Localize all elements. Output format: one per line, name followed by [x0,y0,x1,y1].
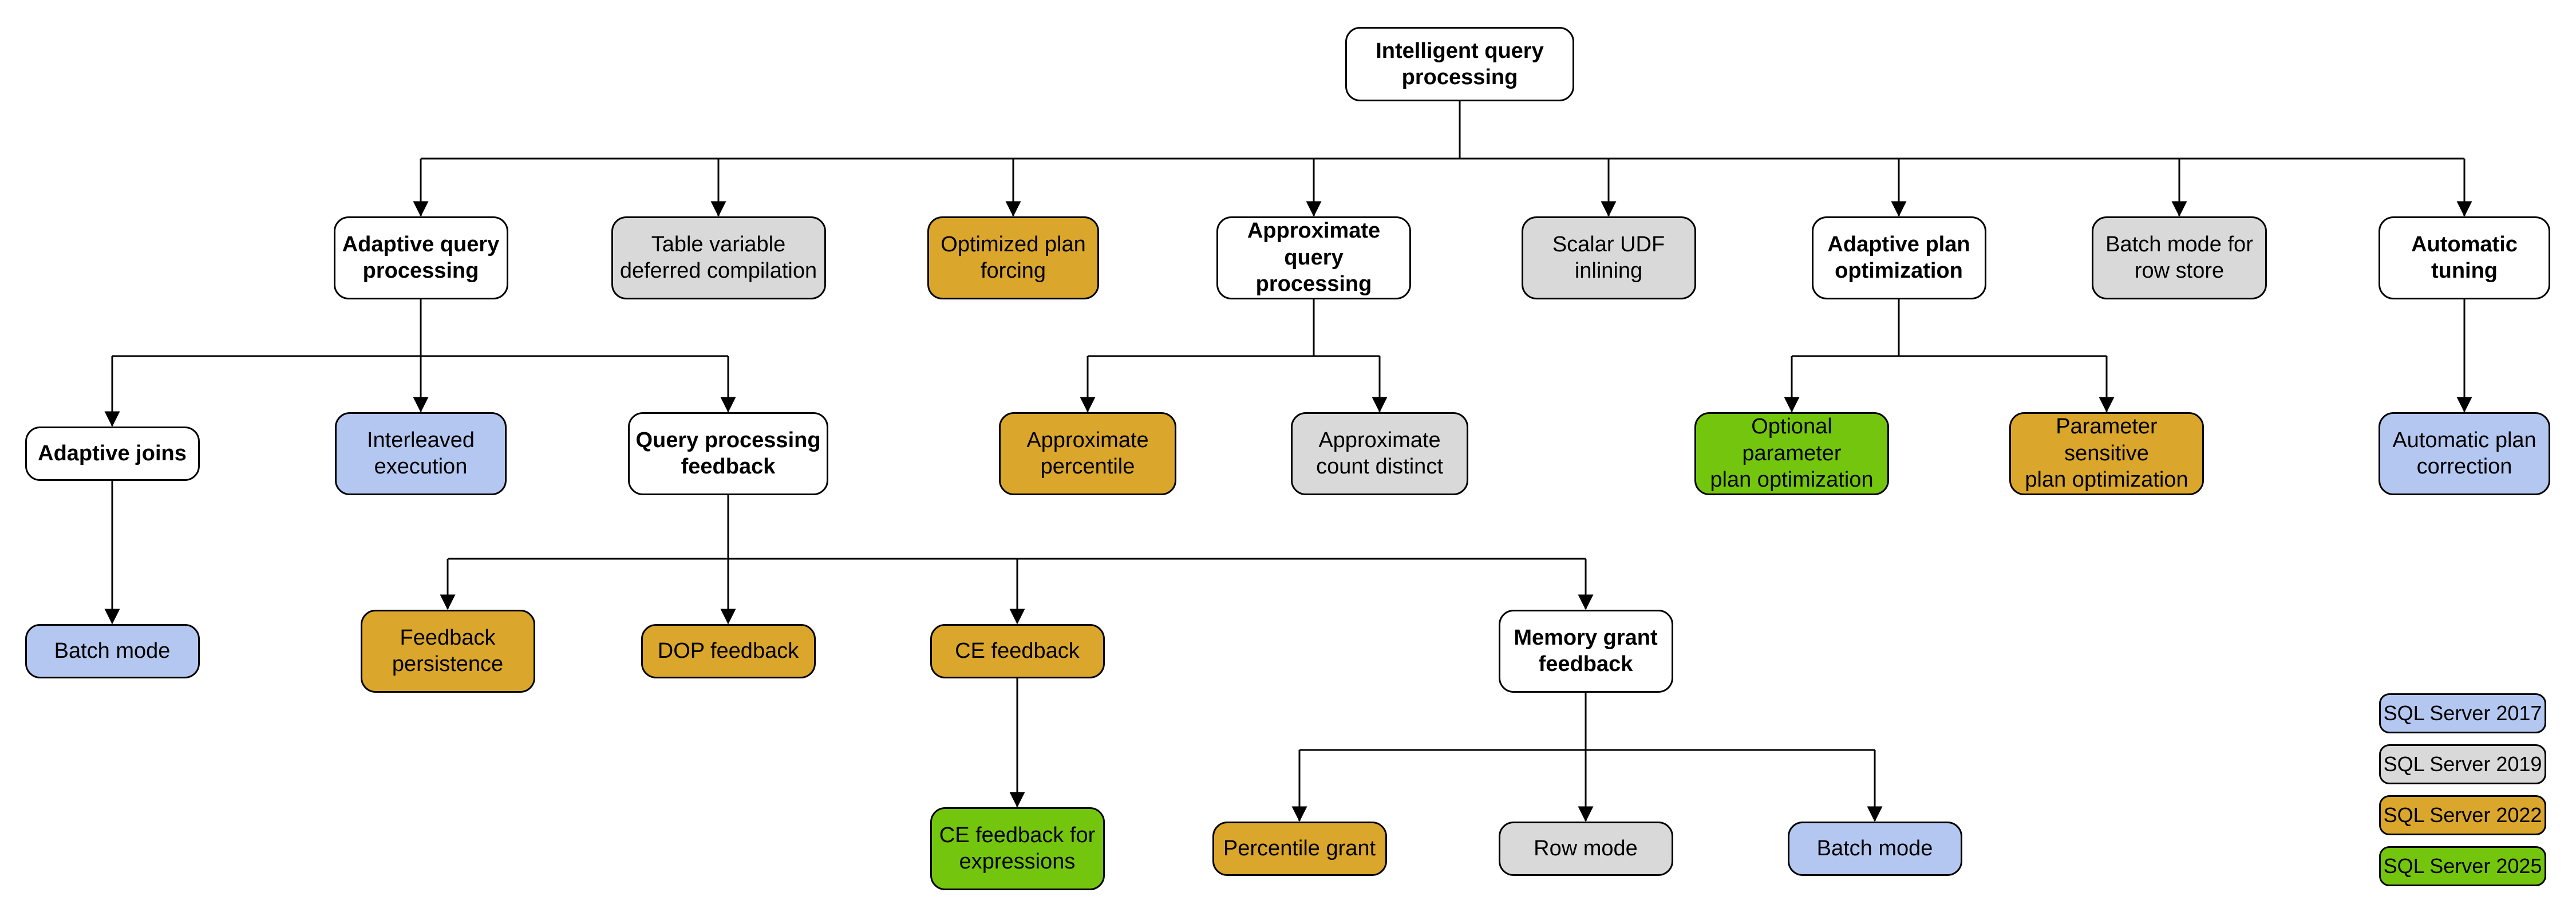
node-parameter-sensitive-plan-optimization: Parameter sensitive plan optimization [2009,412,2204,495]
node-batch-mode-for-row-store: Batch mode for row store [2092,216,2267,299]
node-feedback-persistence: Feedback persistence [360,609,535,693]
node-row-mode: Row mode [1498,821,1673,876]
node-table-variable-deferred-compilation: Table variable deferred compilation [611,216,826,299]
node-automatic-plan-correction: Automatic plan correction [2379,412,2550,495]
legend-item-sql-server-2019: SQL Server 2019 [2379,744,2546,784]
node-adaptive-joins: Adaptive joins [25,426,200,481]
legend-item-sql-server-2017: SQL Server 2017 [2379,693,2546,733]
node-adaptive-query-processing: Adaptive query processing [333,216,508,299]
node-query-processing-feedback: Query processing feedback [628,412,828,495]
node-optimized-plan-forcing: Optimized plan forcing [927,216,1099,299]
node-automatic-tuning: Automatic tuning [2379,216,2550,299]
legend-item-sql-server-2025: SQL Server 2025 [2379,846,2546,886]
node-percentile-grant: Percentile grant [1212,821,1387,876]
node-scalar-udf-inlining: Scalar UDF inlining [1521,216,1696,299]
node-approximate-count-distinct: Approximate count distinct [1291,412,1468,495]
node-optional-parameter-plan-optimization: Optional parameter plan optimization [1694,412,1889,495]
node-approximate-query-processing: Approximate query processing [1216,216,1411,299]
node-ce-feedback-for-expressions: CE feedback for expressions [930,807,1105,890]
legend-item-sql-server-2022: SQL Server 2022 [2379,795,2546,835]
node-dop-feedback: DOP feedback [641,623,816,678]
node-interleaved-execution: Interleaved execution [335,412,507,495]
node-batch-mode-adaptive-joins: Batch mode [25,623,200,678]
node-adaptive-plan-optimization: Adaptive plan optimization [1811,216,1986,299]
node-intelligent-query-processing: Intelligent query processing [1345,27,1574,101]
node-approximate-percentile: Approximate percentile [999,412,1176,495]
node-memory-grant-feedback: Memory grant feedback [1498,609,1673,693]
node-batch-mode-memory-grant: Batch mode [1787,821,1962,876]
node-ce-feedback: CE feedback [930,623,1105,678]
